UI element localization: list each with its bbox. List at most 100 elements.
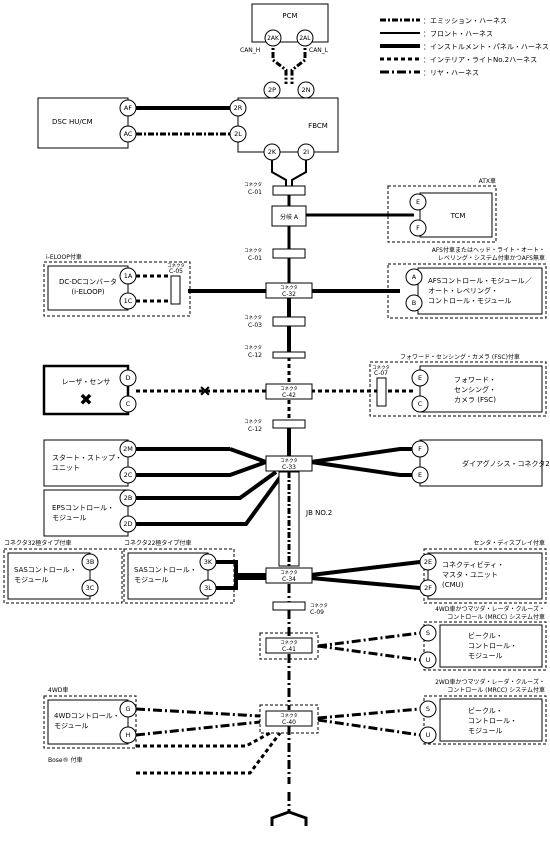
ss-pin-2c bbox=[119, 466, 137, 484]
ss-pin-2m bbox=[119, 440, 137, 458]
tcm-label: TCM bbox=[450, 212, 466, 220]
not-connected-icon: ✖ bbox=[79, 390, 92, 409]
pcm-pin-2ak-label: 2AK bbox=[267, 35, 280, 42]
awd-module: 4WD車 4WDコントロール・ モジュール G H bbox=[43, 686, 261, 749]
eps-pin-2b bbox=[119, 489, 137, 507]
c40-caption: コネクタ bbox=[280, 712, 298, 719]
awd-label-2: モジュール bbox=[54, 722, 89, 730]
sas32-pin-3b bbox=[81, 553, 99, 571]
pcm-module: PCM 2AK 2AL CAN_H CAN_L bbox=[240, 3, 329, 54]
awd-pin-h-label: H bbox=[126, 731, 131, 739]
startstop-module: スタート・ストップ・ ユニット 2M 2C bbox=[43, 439, 267, 487]
sas32-label-1: SASコントロール・ bbox=[14, 566, 77, 574]
c12b-caption: コネクタ bbox=[244, 418, 262, 425]
legend: ：エミッション・ハーネス ：フロント・ハーネス ：インストルメント・パネル・ハー… bbox=[380, 17, 549, 77]
atx-option-label: ATX車 bbox=[479, 177, 496, 185]
fbcm-pin-2i-label: 2I bbox=[303, 148, 309, 156]
fbcm-pin-2i bbox=[297, 143, 315, 161]
fbcm-pin-2l-label: 2L bbox=[234, 130, 242, 138]
startstop-label-1: スタート・ストップ・ bbox=[52, 453, 122, 462]
bose-option-label: Bose® 付車 bbox=[48, 756, 83, 764]
dsc-pin-ac bbox=[119, 125, 137, 143]
vehicle1-pin-s-label: S bbox=[426, 629, 430, 637]
awd-pin-g bbox=[119, 700, 137, 718]
dsc-label: DSC HU/CM bbox=[52, 118, 93, 126]
fbcm-pin-2p-label: 2P bbox=[268, 86, 276, 94]
c03-label: C-03 bbox=[248, 322, 262, 329]
vehicle2-pin-s bbox=[419, 700, 437, 718]
dcdc-pin-1c bbox=[119, 292, 137, 310]
dcdc-module: i-ELOOP付車 DC-DCコンバータ (i-ELOOP) 1A 1C コネク… bbox=[43, 253, 267, 317]
awd-pin-g-label: G bbox=[125, 705, 130, 713]
eps-pin-2d bbox=[119, 515, 137, 533]
tcm-pin-e-label: E bbox=[416, 198, 420, 206]
tcm-pin-f bbox=[409, 219, 427, 237]
trunk-wires bbox=[270, 40, 308, 826]
diag-connector-module: ダイアグノシス・コネクタ2 F E bbox=[411, 439, 550, 487]
legend-interior: ：インテリア・ライトNo.2ハーネス bbox=[423, 56, 537, 64]
afs-pin-b-label: B bbox=[412, 299, 416, 307]
jb-label: JB NO.2 bbox=[305, 509, 332, 517]
mrcc4wd-option-label-1: 4WD車かつマツダ・レーダ・クルーズ・ bbox=[435, 605, 545, 613]
fsc-module: フォワード・センシング・カメラ (FSC)付車 コネクタ C-07 フォワード・… bbox=[369, 353, 547, 417]
vehicle2-label-3: モジュール bbox=[468, 727, 503, 735]
vehicle2-pin-u bbox=[419, 726, 437, 744]
connector-c33: コネクタ C-33 bbox=[229, 447, 420, 477]
sas22-label-2: モジュール bbox=[134, 576, 169, 584]
connector-c09-first: コネクタ C-09 bbox=[272, 601, 328, 616]
afs-option-label-1: AFS付車またはヘッド・ライト・オート・ bbox=[432, 246, 545, 254]
mrcc2wd-option-label-2: コントロール (MRCC) システム付車 bbox=[447, 686, 545, 694]
legend-instrument: ：インストルメント・パネル・ハーネス bbox=[423, 43, 549, 51]
vehicle-control-module-1: 4WD車かつマツダ・レーダ・クルーズ・ コントロール (MRCC) システム付車… bbox=[419, 605, 547, 671]
eps-pin-2b-label: 2B bbox=[124, 494, 133, 502]
eps-module: EPSコントロール・ モジュール 2B 2D bbox=[43, 470, 286, 537]
vehicle1-pin-s bbox=[419, 624, 437, 642]
vehicle2-label-2: コントロール・ bbox=[468, 717, 517, 725]
connector-c12-second: コネクタ C-12 bbox=[244, 418, 306, 433]
legend-emission: ：エミッション・ハーネス bbox=[423, 17, 507, 25]
connector-c12-first: コネクタ C-12 bbox=[244, 344, 306, 359]
c07-connector bbox=[376, 377, 387, 407]
pcm-pin-2al bbox=[296, 29, 314, 47]
awd-pin-h bbox=[119, 726, 137, 744]
fbcm-pin-2p bbox=[263, 81, 281, 99]
fbcm-pin-2n-label: 2N bbox=[302, 86, 311, 94]
fbcm-pin-2k bbox=[263, 143, 281, 161]
cmu-pin-2e bbox=[419, 553, 437, 571]
c12b-label: C-12 bbox=[248, 426, 262, 433]
vehicle1-label-3: モジュール bbox=[468, 652, 503, 660]
sas32-module: コネクタ32極タイプ付車 SASコントロール・ モジュール 3B 3C bbox=[3, 539, 123, 604]
can-h-label: CAN_H bbox=[240, 47, 260, 54]
legend-front: ：フロント・ハーネス bbox=[423, 30, 493, 38]
cmu-module: センタ・ディスプレイ付車 コネクティビティ・ マスタ・ユニット (CMU) 2E… bbox=[419, 539, 547, 604]
diag-pin-e bbox=[411, 466, 429, 484]
tcm-pin-f-label: F bbox=[416, 224, 420, 232]
afs-label-3: コントロール・モジュール bbox=[428, 297, 512, 305]
c01b-label: C-01 bbox=[248, 255, 262, 262]
tcm-module: ATX車 TCM E F bbox=[387, 177, 497, 243]
sas22-pin-3l bbox=[199, 579, 217, 597]
c05-caption: コネクタ bbox=[167, 262, 185, 269]
cmu-label-1: コネクティビティ・ bbox=[442, 560, 504, 569]
dsc-module: DSC HU/CM AF AC bbox=[37, 97, 230, 149]
eps-label-2: モジュール bbox=[52, 514, 87, 522]
connector-c34: コネクタ C-34 bbox=[265, 560, 421, 590]
laser-pin-d-label: D bbox=[125, 374, 130, 382]
connector-c40: コネクタ C-40 bbox=[259, 704, 421, 737]
eps-pin-2d-label: 2D bbox=[123, 520, 132, 528]
afs-pin-a bbox=[405, 268, 423, 286]
pcm-pin-2al-label: 2AL bbox=[299, 35, 311, 42]
diag-pin-e-label: E bbox=[418, 471, 422, 479]
dsc-pin-af-label: AF bbox=[124, 104, 132, 112]
diag-pin-f bbox=[411, 440, 429, 458]
sas22-option-label: コネクタ22極タイプ付車 bbox=[124, 539, 191, 547]
c09a-caption: コネクタ bbox=[310, 602, 328, 609]
c42-caption: コネクタ bbox=[280, 385, 298, 392]
connector-c03: コネクタ C-03 bbox=[244, 314, 306, 329]
sas22-pin-3k bbox=[199, 553, 217, 571]
c33-caption: コネクタ bbox=[280, 457, 298, 464]
cmu-pin-2f-label: 2F bbox=[424, 584, 432, 592]
afs-option-label-2: レベリング・システム付車かつAFS無車 bbox=[438, 254, 545, 262]
dcdc-pin-1a-label: 1A bbox=[124, 272, 133, 280]
sas32-pin-3c bbox=[81, 579, 99, 597]
